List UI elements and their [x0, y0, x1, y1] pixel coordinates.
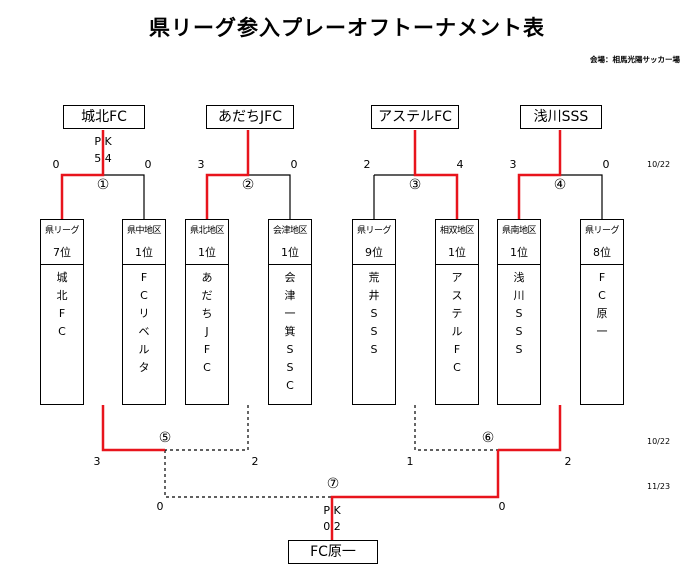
m7-pk-label: P K — [323, 504, 341, 517]
bracket-line-m4-winner — [517, 130, 562, 219]
winner-box-m4: 浅川SSS — [520, 105, 602, 129]
date-final: 11/23 — [647, 482, 671, 491]
team-region: 県リーグ — [44, 226, 80, 236]
team-box-7: 県南地区 1位 浅 川 S S S — [497, 219, 541, 405]
bracket-line-m5-loser — [165, 405, 249, 451]
team-rank: 1位 — [123, 242, 165, 265]
m3-score-left: 2 — [363, 158, 371, 171]
bracket-line-m4-loser — [560, 174, 603, 219]
bracket-line-m6-winner — [498, 405, 562, 452]
team-region: 会津地区 — [272, 226, 308, 236]
date-round2: 10/22 — [647, 437, 671, 446]
bracket-line-m6-loser — [414, 405, 498, 451]
bracket-line-m7-loser — [164, 450, 332, 498]
team-rank: 1位 — [498, 242, 540, 265]
m6-score-left: 1 — [406, 455, 414, 468]
team-box-4: 会津地区 1位 会 津 一 箕 S S C — [268, 219, 312, 405]
winner-box-m3: アステルFC — [371, 105, 459, 129]
team-name: 城 北 F C — [56, 271, 68, 338]
page-title: 県リーグ参入プレーオフトーナメント表 — [149, 16, 545, 40]
match-number-4: ④ — [553, 177, 567, 193]
bracket-line-m2-loser — [248, 174, 291, 219]
m3-score-right: 4 — [456, 158, 464, 171]
team-region: 県リーグ — [356, 226, 392, 236]
team-box-3: 県北地区 1位 あ だ ち J F C — [185, 219, 229, 405]
team-box-8: 県リーグ 8位 F C 原 一 — [580, 219, 624, 405]
team-region: 県中地区 — [126, 226, 162, 236]
m1-pk-score: 5 4 — [94, 152, 112, 165]
bracket-line-m7-winner — [330, 450, 500, 541]
m4-score-left: 3 — [509, 158, 517, 171]
match-number-5: ⑤ — [158, 430, 172, 446]
m5-score-left: 3 — [93, 455, 101, 468]
team-rank: 7位 — [41, 242, 83, 265]
m7-score-left: 0 — [156, 500, 164, 513]
team-region: 県南地区 — [501, 226, 537, 236]
m2-score-right: 0 — [290, 158, 298, 171]
champion-box: FC原一 — [288, 540, 378, 564]
date-round1: 10/22 — [647, 160, 671, 169]
venue-label: 会場：相馬光陽サッカー場 — [590, 55, 680, 64]
bracket-line-m1-winner — [60, 130, 105, 219]
team-rank: 1位 — [269, 242, 311, 265]
team-name: ア ス テ ル F C — [451, 271, 463, 374]
team-region: 相双地区 — [439, 226, 475, 236]
team-box-2: 県中地区 1位 F C リ ベ ル タ — [122, 219, 166, 405]
match-number-6: ⑥ — [481, 430, 495, 446]
m1-pk-label: P K — [94, 135, 112, 148]
match-number-7: ⑦ — [326, 476, 340, 492]
team-region: 県北地区 — [189, 226, 225, 236]
m5-score-right: 2 — [251, 455, 259, 468]
winner-box-m1: 城北FC — [63, 105, 145, 129]
bracket-line-m1-loser — [103, 174, 145, 219]
winner-box-m2: あだちJFC — [206, 105, 294, 129]
m7-score-right: 0 — [498, 500, 506, 513]
bracket-line-m5-winner — [101, 405, 165, 452]
m4-score-right: 0 — [602, 158, 610, 171]
team-rank: 1位 — [436, 242, 478, 265]
team-rank: 9位 — [353, 242, 395, 265]
match-number-3: ③ — [408, 177, 422, 193]
m6-score-right: 2 — [564, 455, 572, 468]
m7-pk-score: 0 2 — [323, 520, 341, 533]
team-box-6: 相双地区 1位 ア ス テ ル F C — [435, 219, 479, 405]
m1-score-left: 0 — [52, 158, 60, 171]
match-number-2: ② — [241, 177, 255, 193]
team-name: 荒 井 S S S — [368, 271, 380, 356]
team-name: 会 津 一 箕 S S C — [284, 271, 296, 392]
team-name: 浅 川 S S S — [513, 271, 525, 356]
team-rank: 8位 — [581, 242, 623, 265]
team-box-5: 県リーグ 9位 荒 井 S S S — [352, 219, 396, 405]
m1-score-right: 0 — [144, 158, 152, 171]
team-name: F C リ ベ ル タ — [138, 271, 150, 374]
m2-score-left: 3 — [197, 158, 205, 171]
match-number-1: ① — [96, 177, 110, 193]
team-name: あ だ ち J F C — [201, 271, 213, 374]
team-box-1: 県リーグ 7位 城 北 F C — [40, 219, 84, 405]
team-name: F C 原 一 — [596, 271, 608, 338]
bracket-line-m3-winner — [413, 130, 459, 219]
bracket-line-m2-winner — [205, 130, 250, 219]
team-rank: 1位 — [186, 242, 228, 265]
team-region: 県リーグ — [584, 226, 620, 236]
